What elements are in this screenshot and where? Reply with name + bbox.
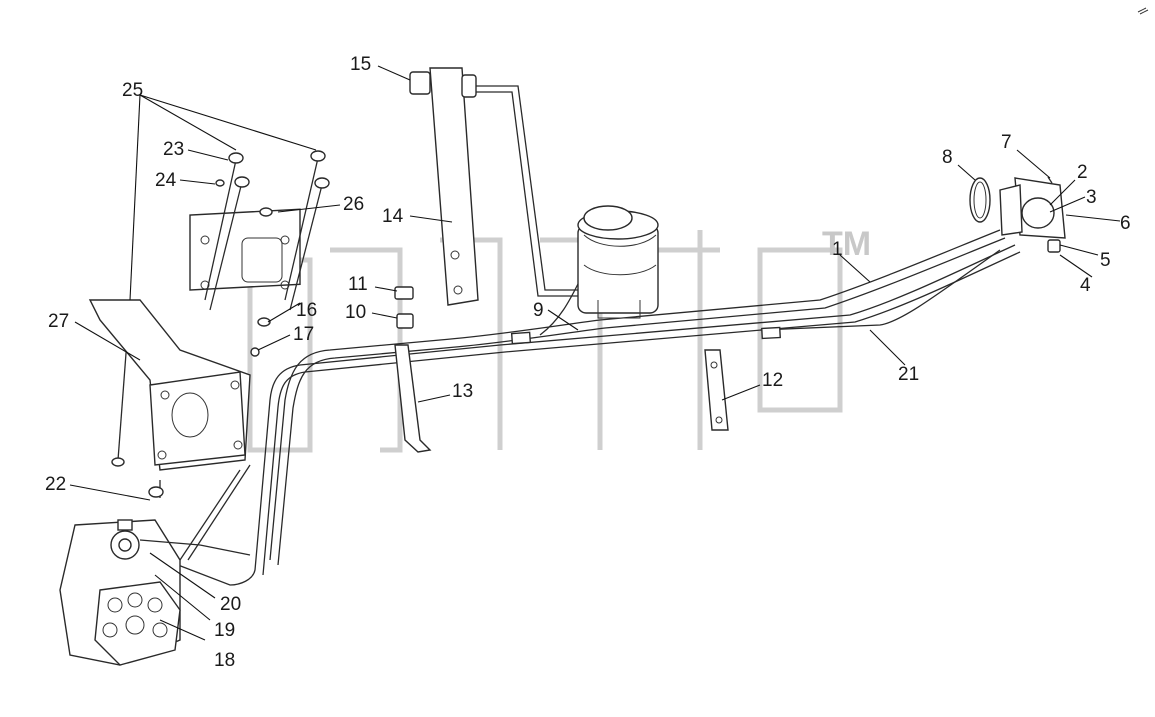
callout-3: 3: [1086, 187, 1097, 208]
callout-labels: 1 2 3 4 5 6 7 8 9 10 11 12 13 14 15 16 1…: [45, 54, 1131, 671]
callout-25: 25: [122, 80, 143, 101]
callout-12: 12: [762, 370, 783, 391]
mounting-plate: [189, 208, 301, 291]
mounting-strap: [409, 67, 578, 306]
steering-gear: [59, 519, 201, 666]
callout-18: 18: [214, 650, 235, 671]
callout-8: 8: [942, 147, 953, 168]
pipe-assembly: [164, 229, 1021, 586]
callout-26: 26: [343, 194, 364, 215]
callout-17: 17: [293, 324, 314, 345]
callout-21: 21: [898, 364, 919, 385]
callout-15: 15: [350, 54, 371, 75]
callout-6: 6: [1120, 213, 1131, 234]
power-steering-pump: [969, 176, 1066, 253]
callout-24: 24: [155, 170, 177, 191]
callout-20: 20: [220, 594, 241, 615]
callout-11: 11: [348, 274, 368, 295]
leader-lines: [69, 65, 1121, 641]
pipe-bracket: [704, 349, 729, 431]
callout-16: 16: [296, 300, 317, 321]
callout-27: 27: [48, 311, 69, 332]
callout-5: 5: [1100, 250, 1111, 271]
callout-22: 22: [45, 474, 66, 495]
callout-23: 23: [163, 139, 184, 160]
callout-7: 7: [1001, 132, 1012, 153]
main-bracket: [88, 299, 251, 471]
callout-9: 9: [533, 300, 544, 321]
watermark-mark: TM: [822, 225, 871, 263]
callout-14: 14: [382, 206, 404, 227]
callout-1: 1: [832, 239, 843, 260]
bolts: [111, 150, 330, 498]
corner-mark: [1137, 7, 1149, 15]
callout-10: 10: [345, 302, 366, 323]
callout-13: 13: [452, 381, 473, 402]
callout-4: 4: [1080, 275, 1091, 296]
pipe-clips: [394, 286, 414, 329]
callout-19: 19: [214, 620, 235, 641]
oil-reservoir: [577, 205, 659, 319]
callout-2: 2: [1077, 162, 1088, 183]
clamp-strap: [394, 344, 432, 453]
